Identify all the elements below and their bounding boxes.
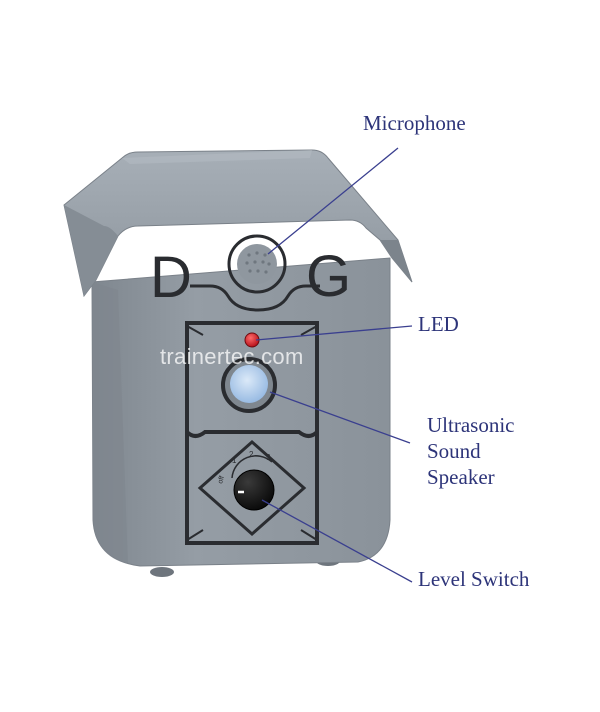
led-label: LED <box>418 312 459 336</box>
speaker-callout-line <box>269 391 411 444</box>
dial-mark-1: 1 <box>232 456 237 465</box>
speaker-label-line-3: Speaker <box>427 465 495 489</box>
led-callout-line <box>255 325 413 341</box>
device-roof <box>63 149 413 298</box>
callout-lines <box>255 147 413 583</box>
level-switch-knob[interactable] <box>233 469 275 511</box>
speaker-label-line-1: Ultrasonic <box>427 413 515 437</box>
level-switch-label: Level Switch <box>418 567 530 591</box>
microphone-ring <box>227 234 287 294</box>
dial-mark-2: 2 <box>249 450 254 459</box>
logo-letter-g: G <box>306 244 351 309</box>
logo-letter-d: D <box>150 245 192 310</box>
front-panel <box>185 321 319 545</box>
level-switch-callout-line <box>261 499 413 583</box>
speaker-label-line-2: Sound <box>427 439 481 463</box>
dog-logo: D G <box>150 234 351 312</box>
dial-off-label: off <box>217 475 226 484</box>
microphone-label: Microphone <box>363 111 466 135</box>
ultrasonic-speaker-label: Ultrasonic Sound Speaker <box>427 412 514 490</box>
dial-mark-3: 3 <box>266 453 271 462</box>
microphone-callout-line <box>267 147 399 255</box>
ultrasonic-speaker <box>221 357 277 413</box>
microphone-grille <box>237 244 277 284</box>
microphone-holes <box>245 251 271 274</box>
watermark-text: trainertec.com <box>160 344 304 369</box>
level-switch-area: 1 2 3 off <box>197 439 307 537</box>
